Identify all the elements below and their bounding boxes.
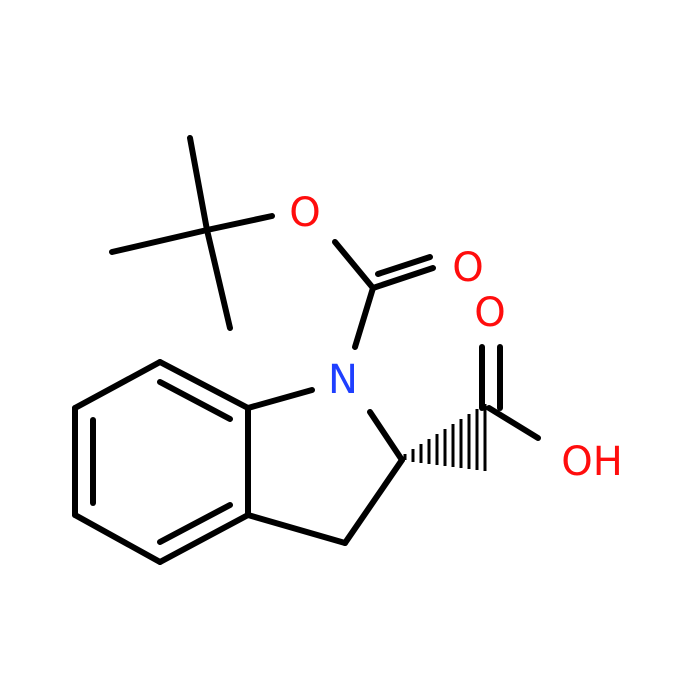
bond-ring-c5-c4 bbox=[72, 512, 163, 565]
bond-ring-c7-c6 bbox=[72, 359, 163, 411]
bond-tbu-methyl-left bbox=[109, 227, 210, 255]
atom-label-ester-oxygen: O bbox=[289, 190, 320, 236]
bond-carbonyl-double-inner bbox=[375, 254, 433, 277]
bond-ring-inner-top bbox=[157, 379, 233, 422]
boc-carbonyl-group bbox=[332, 239, 436, 350]
bond-ring-inner-bottom bbox=[157, 502, 233, 545]
bond-c3-to-c3a bbox=[245, 512, 348, 546]
bond-tbu-methyl-bottom bbox=[204, 227, 233, 331]
bond-acid-to-hydroxyl bbox=[486, 405, 541, 441]
tert-butyl-group bbox=[109, 135, 275, 331]
atom-label-hydroxyl: OH bbox=[561, 439, 623, 485]
bond-nitrogen-to-c2 bbox=[367, 409, 405, 463]
bond-ring-c4-c3a bbox=[157, 512, 251, 565]
hashed-wedge-bond bbox=[403, 404, 487, 471]
bond-c2-to-c3 bbox=[342, 457, 405, 546]
atom-label-nitrogen: N bbox=[328, 357, 358, 403]
bond-carbonyl-double-outer bbox=[370, 265, 436, 291]
bond-c7a-to-nitrogen bbox=[245, 387, 315, 411]
atom-label-carbonyl-oxygen: O bbox=[452, 245, 483, 291]
benzene-ring bbox=[72, 359, 251, 565]
bond-ester-oxygen-to-carbon bbox=[332, 239, 376, 291]
bond-tbu-to-ester-oxygen bbox=[204, 213, 275, 233]
pyrrolidine-ring bbox=[245, 387, 405, 546]
atom-label-acid-oxygen: O bbox=[474, 290, 505, 336]
bond-tbu-methyl-top bbox=[187, 135, 210, 233]
bond-carbonyl-to-nitrogen bbox=[352, 285, 376, 350]
carboxylic-acid-group bbox=[479, 344, 541, 441]
bond-ring-c7a-c7 bbox=[157, 359, 251, 411]
